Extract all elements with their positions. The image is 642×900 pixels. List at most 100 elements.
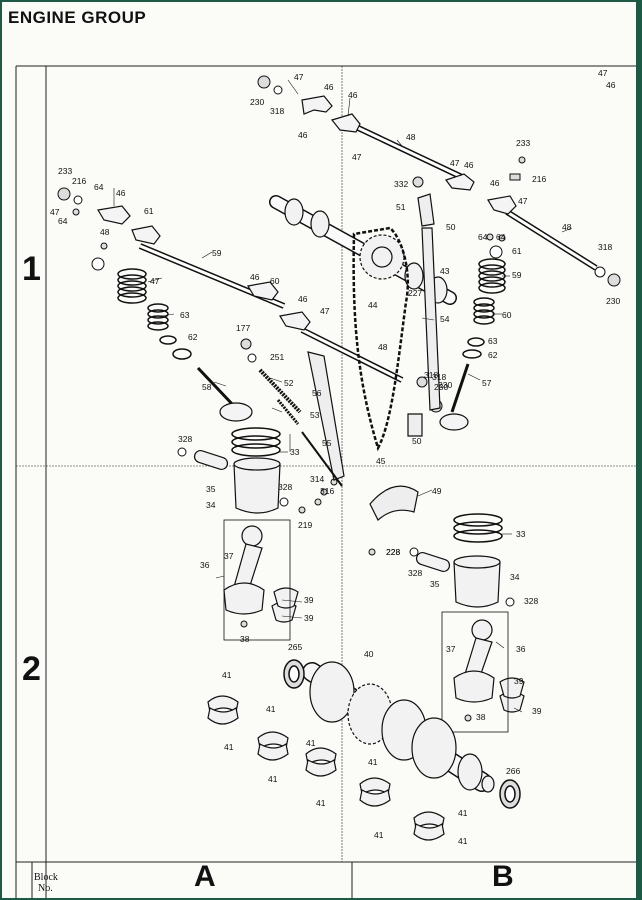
part-47-f: 47 <box>50 207 60 217</box>
part-46-d: 46 <box>464 160 474 170</box>
part-34-a: 34 <box>206 500 216 510</box>
part-251: 251 <box>270 352 284 362</box>
piston-left <box>193 450 281 514</box>
part-41-f: 41 <box>316 798 326 808</box>
chain-guides <box>307 193 441 481</box>
part-230-d: 230 <box>438 380 452 390</box>
part-57: 57 <box>482 378 492 388</box>
part-62-a: 62 <box>188 332 198 342</box>
part-47-a: 47 <box>294 72 304 82</box>
part-177: 177 <box>236 323 250 333</box>
part-44: 44 <box>368 300 378 310</box>
part-35-a: 35 <box>206 484 216 494</box>
part-55: 55 <box>322 438 332 448</box>
part-228-b: 228 <box>386 547 400 557</box>
valve-springs-right <box>462 258 506 359</box>
row-number-1: 1 <box>22 250 41 288</box>
part-33-b: 33 <box>516 529 526 539</box>
part-63-a: 63 <box>180 310 190 320</box>
part-64-b: 64 <box>58 216 68 226</box>
part-233-a: 233 <box>516 138 530 148</box>
rocker-arms <box>97 95 517 331</box>
part-216-a: 216 <box>532 174 546 184</box>
part-50-a: 50 <box>446 222 456 232</box>
part-48-a: 48 <box>406 132 416 142</box>
part-265: 265 <box>288 642 302 652</box>
part-45: 45 <box>376 456 386 466</box>
tensioner-parts <box>258 368 343 487</box>
part-39-d: 39 <box>532 706 542 716</box>
leader-lines <box>113 79 573 713</box>
part-318-d: 318 <box>432 372 446 382</box>
part-314: 314 <box>310 474 324 484</box>
part-266: 266 <box>506 766 520 776</box>
part-316: 316 <box>320 486 334 496</box>
part-36-a: 36 <box>200 560 210 570</box>
part-46-g: 46 <box>116 188 126 198</box>
part-46-e: 46 <box>490 178 500 188</box>
part-51: 51 <box>396 202 406 212</box>
piston-rings-left <box>231 427 281 457</box>
part-46-a: 46 <box>324 82 334 92</box>
part-230-c: 230 <box>434 382 448 392</box>
part-41-g: 41 <box>368 757 378 767</box>
part-227: 227 <box>408 288 422 298</box>
part-63-b: 63 <box>488 336 498 346</box>
column-letter-a: A <box>194 860 216 893</box>
part-64-d: 64 <box>496 232 506 242</box>
part-34-b: 34 <box>510 572 520 582</box>
part-60-a: 60 <box>270 276 280 286</box>
part-37-a: 37 <box>224 551 234 561</box>
part-38-a: 38 <box>240 634 250 644</box>
cam-chain-cover <box>369 485 419 521</box>
part-61-b: 61 <box>512 246 522 256</box>
part-328-b: 328 <box>278 482 292 492</box>
part-328-c: 328 <box>408 568 422 578</box>
part-230-b: 230 <box>606 296 620 306</box>
part-41-j: 41 <box>458 836 468 846</box>
part-46-h: 46 <box>250 272 260 282</box>
small-fittings <box>57 75 621 722</box>
part-47-b: 47 <box>352 152 362 162</box>
part-61-a: 61 <box>144 206 154 216</box>
piston-rings-right <box>453 513 503 543</box>
part-52: 52 <box>284 378 294 388</box>
part-64-c: 64 <box>478 232 488 242</box>
part-35-b: 35 <box>430 579 440 589</box>
part-46-f: 46 <box>606 80 616 90</box>
part-59-b: 59 <box>512 270 522 280</box>
part-40: 40 <box>364 649 374 659</box>
block-number-label: Block No. <box>34 872 60 894</box>
part-230-a: 230 <box>250 97 264 107</box>
part-43: 43 <box>440 266 450 276</box>
oil-seals <box>283 659 521 809</box>
valve-right <box>439 363 470 431</box>
conrod-right <box>453 619 525 713</box>
part-216-b: 216 <box>72 176 86 186</box>
part-41-i: 41 <box>458 808 468 818</box>
part-41-d: 41 <box>268 774 278 784</box>
part-41-c: 41 <box>266 704 276 714</box>
main-bearings <box>207 695 445 841</box>
part-62-b: 62 <box>488 350 498 360</box>
part-47-e: 47 <box>598 68 608 78</box>
valve-left <box>196 366 253 422</box>
part-41-h: 41 <box>374 830 384 840</box>
part-47-h: 47 <box>320 306 330 316</box>
part-48-d: 48 <box>378 342 388 352</box>
valve-springs-left <box>117 268 192 360</box>
part-60-b: 60 <box>502 310 512 320</box>
part-47-d: 47 <box>518 196 528 206</box>
part-328-d: 328 <box>524 596 538 606</box>
block-label-line2: No. <box>38 883 53 894</box>
part-47-g: 47 <box>150 276 160 286</box>
part-233-b: 233 <box>58 166 72 176</box>
part-64-a: 64 <box>94 182 104 192</box>
part-33-a: 33 <box>290 447 300 457</box>
part-49: 49 <box>432 486 442 496</box>
part-46-b: 46 <box>298 130 308 140</box>
row-number-2: 2 <box>22 650 41 688</box>
part-318-a: 318 <box>270 106 284 116</box>
